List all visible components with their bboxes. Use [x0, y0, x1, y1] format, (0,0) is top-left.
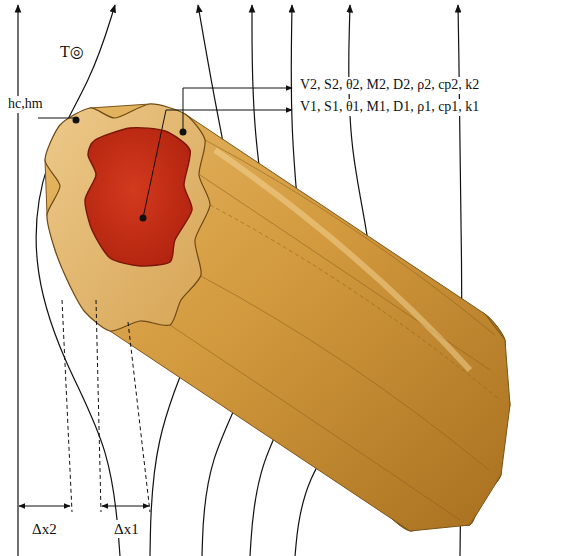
leader-dot [180, 129, 187, 136]
grain-line [205, 140, 495, 335]
extension-line [128, 322, 150, 512]
grain-line [210, 205, 500, 400]
dimension-label: Δx2 [30, 520, 59, 538]
extension-line [96, 300, 101, 512]
leader-line [143, 110, 292, 218]
leader-line [38, 118, 74, 119]
dimension-lines [19, 300, 150, 512]
leader-dot [140, 215, 147, 222]
dimension-arrow [19, 506, 70, 507]
grain-line [170, 325, 460, 520]
streamline [17, 5, 18, 556]
extension-line [62, 300, 72, 512]
inner-core [85, 128, 192, 266]
dimension-label: Δx1 [112, 520, 141, 538]
leader-dot [73, 117, 80, 124]
leader-lines [38, 88, 292, 222]
grain-line [199, 275, 489, 470]
dimension-arrow [102, 506, 149, 507]
outer-layer [45, 104, 210, 331]
log-body [45, 104, 510, 531]
layer-properties: V2, S2, θ2, M2, D2, ρ2, cp2, k2 [298, 77, 481, 94]
ambient-temperature: T◎ [58, 42, 86, 61]
core-properties: V1, S1, θ1, M1, D1, ρ1, cp1, k1 [298, 99, 481, 116]
wood-log [45, 104, 510, 531]
highlight [215, 150, 470, 370]
transfer-coefficients: hc,hm [6, 96, 45, 113]
